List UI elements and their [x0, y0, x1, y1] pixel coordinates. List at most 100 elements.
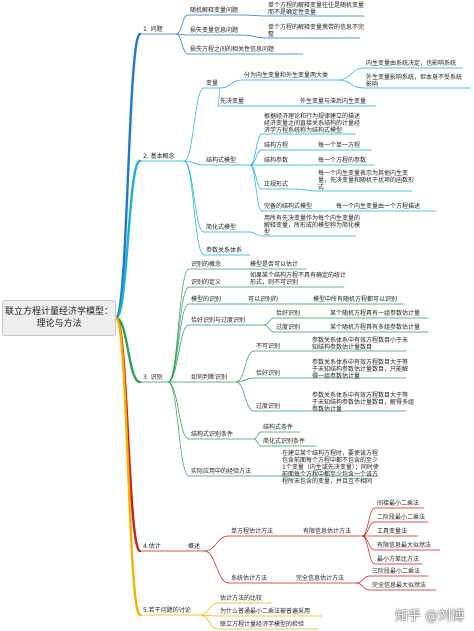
- node-structural-model[interactable]: 结构式模型: [206, 157, 237, 164]
- trunk-discussion: [114, 316, 142, 617]
- leaf-ils: 间接最小二乘法: [377, 500, 420, 507]
- node-structural-equation[interactable]: 结构方程: [264, 142, 289, 149]
- concepts-sm3-link-0: [295, 188, 317, 192]
- leaf-min-var-ratio: 最小方差比方法: [377, 556, 420, 563]
- concepts-sm-link-1: [249, 149, 263, 166]
- leaf-2sls: 二阶段最小二乘法: [377, 514, 426, 521]
- disc-link-0: [199, 602, 219, 616]
- leaf-liml: 有限信息最大似然法: [377, 542, 432, 549]
- node-param-relations[interactable]: 参数关系体系: [206, 247, 243, 254]
- leaf-empirical-method: 在建立某个结构方程时，要使该方程 包含前面每个方程中都不包含的至少 1个变量（内…: [282, 450, 379, 485]
- leaf-structural-equation: 每一个单一方程: [318, 142, 361, 149]
- trunk-identification: [114, 316, 142, 384]
- est-ov-link-1: [203, 550, 230, 584]
- leaf-reduced-cond: 简化式识别条件: [263, 438, 306, 445]
- concepts-link-3: [183, 160, 205, 256]
- node-variables[interactable]: 变量: [206, 80, 219, 87]
- node-overview[interactable]: 概述: [188, 543, 201, 550]
- node-compare[interactable]: 估计方法的比较: [220, 595, 263, 602]
- leaf-predetermined: 外生变量与滞后内生变量: [300, 98, 367, 105]
- node-reduced-model[interactable]: 简化式模型: [206, 224, 237, 231]
- disc-link-2: [199, 614, 219, 630]
- issues-n1-link-0: [242, 14, 267, 17]
- leaf-exact-id: 某个随机方程具有一组参数估计量: [330, 310, 421, 317]
- leaf-over-judge: 参数关系体系中有效方程数目大于等 于未知结构参数估计量数目，解得多组 参数估计量: [312, 392, 415, 413]
- concepts-var-link-1: [217, 87, 221, 107]
- est-ov-link-0: [203, 535, 230, 552]
- node-full-info[interactable]: 完全信息估计方法: [296, 575, 345, 582]
- branch-concepts[interactable]: 2. 基本概念: [143, 153, 175, 160]
- est-limited-link-0: [361, 507, 376, 537]
- watermark: 知乎 @刘博: [395, 609, 465, 624]
- node-empirical-method[interactable]: 实际应用中的经验方法: [191, 468, 252, 475]
- root-node[interactable]: 联立方程计量经济学模型： 理论与方法: [2, 300, 116, 336]
- node-structural-cond[interactable]: 结构式识别条件: [191, 431, 234, 438]
- id-link-0: [167, 268, 190, 383]
- leaf-id-definition: 如果某个结构方程不具有确定的统计 形式，则不可识别: [250, 272, 347, 286]
- node-exact-judge[interactable]: 恰好识别: [256, 370, 281, 377]
- id-c5-link-0: [235, 350, 255, 383]
- node-over-id[interactable]: 过度识别: [276, 324, 301, 331]
- node-model-id[interactable]: 模型的识别: [191, 296, 222, 303]
- node-why-ols[interactable]: 为什么普通最小二乘法被普遍采用: [220, 608, 311, 615]
- node-id-definition[interactable]: 识别的定义: [191, 279, 222, 286]
- issues-link-1: [175, 33, 189, 36]
- concepts-sm-link-4: [249, 164, 263, 212]
- leaf-random-variable: 单个方程的解释变量往往是随机变量 而不是确定性变量: [268, 2, 365, 16]
- leaf-exact-judge: 参数关系体系中有效方程数目大于等 于未知结构参数估计量数目，只能解 得一组参数估…: [312, 359, 409, 380]
- id-link-3: [167, 324, 190, 383]
- leaf-fiml: 完全信息最大似然法: [372, 582, 427, 589]
- id-c4-link-0: [263, 317, 275, 326]
- est-limited-link-3: [361, 535, 376, 551]
- concepts-types-link-0: [337, 67, 365, 81]
- leaf-id-concept: 模型是否可以估计: [250, 261, 299, 268]
- node-identifiable[interactable]: 可以识别的: [248, 296, 279, 303]
- id-link-2: [167, 303, 190, 383]
- id-c6-link-1: [253, 438, 262, 447]
- node-normal-form[interactable]: 正规形式: [264, 181, 289, 188]
- issues-link-0: [175, 14, 189, 35]
- node-structural-params[interactable]: 结构参数: [264, 157, 289, 164]
- est-limited-link-1: [361, 521, 376, 537]
- node-system[interactable]: 系统估计方法: [231, 575, 268, 582]
- trunk-concepts: [114, 159, 142, 320]
- issues-link-2: [175, 33, 189, 55]
- node-limited-info[interactable]: 有限信息估计方法: [303, 528, 352, 535]
- leaf-reduced-desc: 用所有先决变量作为每个内生变量的 解释变量，所形成的模型称为简化模 型: [264, 215, 361, 236]
- leaf-unidentified: 参数关系体系中有效方程数目小于未 知结构参数估计量数目: [312, 337, 409, 351]
- est-full-link-1: [355, 582, 371, 591]
- branch-discussion[interactable]: 5.若干问题的讨论: [143, 607, 191, 614]
- est-full-link-0: [355, 575, 371, 584]
- node-unidentified[interactable]: 不可识别: [256, 343, 281, 350]
- node-tests[interactable]: 联立方程计量经济学模型的检验: [220, 621, 305, 628]
- leaf-structural-desc: 根据经济理论和行为规律建立的描述 经济变量之间直接关系结构的计量经 济学方程系统…: [264, 113, 361, 134]
- id-c5-link-1: [235, 377, 255, 383]
- concepts-sm-link-0: [249, 133, 263, 166]
- node-complete-model[interactable]: 完备的结构式模型: [264, 203, 313, 210]
- node-over-judge[interactable]: 过度识别: [256, 403, 281, 410]
- node-judge-id[interactable]: 如何判断识别: [191, 374, 228, 381]
- branch-estimation[interactable]: 4.估计: [143, 543, 161, 550]
- leaf-exogenous: 外生变量影响系统，但本身不受系统 影响: [366, 74, 463, 88]
- node-id-concept[interactable]: 识别的概念: [191, 261, 222, 268]
- node-exact-id[interactable]: 恰好识别: [276, 310, 301, 317]
- concepts-link-1: [183, 160, 205, 166]
- id-c4-link-1: [263, 324, 275, 333]
- node-info-loss[interactable]: 损失变量信息问题: [190, 27, 239, 34]
- node-correlation-loss[interactable]: 损失方程之间的相关性信息问题: [190, 46, 275, 53]
- node-exact-over[interactable]: 恰好识别与过度识别: [191, 317, 246, 324]
- leaf-iv: 工具变量法: [377, 528, 408, 535]
- leaf-structural-cond: 结构式条件: [263, 424, 294, 431]
- branch-identification[interactable]: 3. 识别: [143, 374, 163, 381]
- issues-n2-link-0: [242, 34, 267, 39]
- node-variable-types[interactable]: 分为内生变量和外生变量两大类: [244, 72, 329, 79]
- leaf-endogenous: 内生变量由系统决定，也影响系统: [366, 60, 457, 67]
- id-link-6: [167, 381, 190, 477]
- branch-issues[interactable]: 1. 问题: [143, 26, 163, 33]
- node-single-eq[interactable]: 单方程估计方法: [231, 528, 274, 535]
- node-predetermined[interactable]: 先决变量: [220, 98, 245, 105]
- node-random-variable[interactable]: 随机解释变量问题: [190, 7, 239, 14]
- leaf-complete-model: 每一个内生变量由一个方程描述: [336, 203, 421, 210]
- id-c6-link-0: [253, 431, 262, 440]
